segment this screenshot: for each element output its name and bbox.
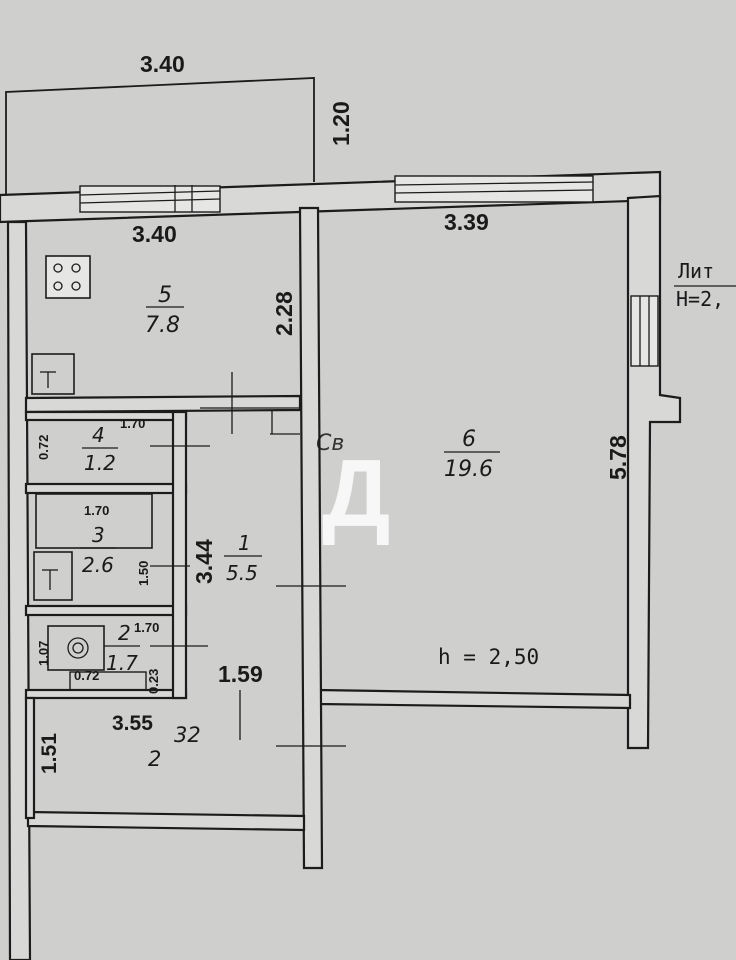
corridor-number-label: 2 (148, 747, 161, 771)
hall-length-label: 3.44 (191, 539, 217, 584)
stove-icon (45, 255, 91, 299)
room-5-area: 7.8 (145, 313, 180, 338)
balcony-depth-label: 1.20 (328, 101, 354, 146)
balcony-width-label: 3.40 (140, 51, 185, 77)
room-2-label: 2 1.7 (104, 621, 140, 675)
room-2-number: 2 (118, 621, 131, 645)
wc-cistern (69, 671, 147, 691)
lit-label: Лит (678, 259, 714, 283)
kitchen-sink-icon (31, 353, 75, 395)
kitchen-depth-label: 2.28 (271, 291, 297, 336)
watermark-letter: Д (322, 440, 390, 547)
corridor-width-label: 1.51 (38, 733, 61, 774)
side-window (630, 295, 659, 367)
room3-width-label: 1.70 (84, 503, 109, 518)
lit-height-label: Н=2, (676, 287, 724, 311)
hall-width-label: 1.59 (218, 661, 263, 687)
room-1-number: 1 (238, 531, 251, 555)
room4-width-label: 1.70 (120, 416, 145, 431)
room-width-label: 3.39 (444, 209, 489, 235)
room2-width-label: 1.70 (134, 620, 159, 635)
room-6-area: 19.6 (444, 457, 493, 482)
room-5-number: 5 (158, 283, 172, 308)
ceiling-height-label: h = 2,50 (438, 645, 539, 669)
room-4-label: 4 1.2 (82, 423, 118, 475)
corridor-length-label: 3.55 (112, 712, 153, 735)
watermark-text: Св (316, 431, 344, 456)
corridor-extra-label: 32 (174, 723, 201, 747)
room-3-area: 2.6 (82, 553, 114, 577)
door-marks (150, 372, 346, 747)
toilet-icon (47, 625, 105, 671)
room-depth-label: 5.78 (605, 435, 631, 480)
room-6-label: 6 19.6 (444, 427, 500, 482)
interior-walls (24, 206, 324, 870)
exterior-walls (0, 170, 682, 960)
watermark-logo: Св Д (316, 431, 390, 547)
kitchen-window (79, 185, 221, 213)
room2-depth-label: 1.07 (36, 641, 51, 666)
room-1-label: 1 5.5 (224, 531, 262, 585)
room-3-label: 3 2.6 (80, 523, 116, 577)
room-1-area: 5.5 (226, 561, 258, 585)
washbasin-icon (33, 551, 73, 601)
room-window (394, 175, 594, 203)
room4-depth-label: 0.72 (36, 435, 51, 460)
room-4-number: 4 (92, 423, 105, 447)
balcony (5, 77, 315, 195)
room-4-area: 1.2 (84, 451, 116, 475)
kitchen-width-label: 3.40 (132, 221, 177, 247)
room-2-area: 1.7 (106, 651, 138, 675)
room3-depth-label: 1.50 (136, 561, 151, 586)
room-3-number: 3 (92, 523, 105, 547)
room2-sub2-label: 0.23 (146, 669, 161, 694)
room2-sub1-label: 0.72 (74, 668, 99, 683)
room-6-number: 6 (462, 427, 476, 452)
room-5-label: 5 7.8 (145, 283, 184, 338)
